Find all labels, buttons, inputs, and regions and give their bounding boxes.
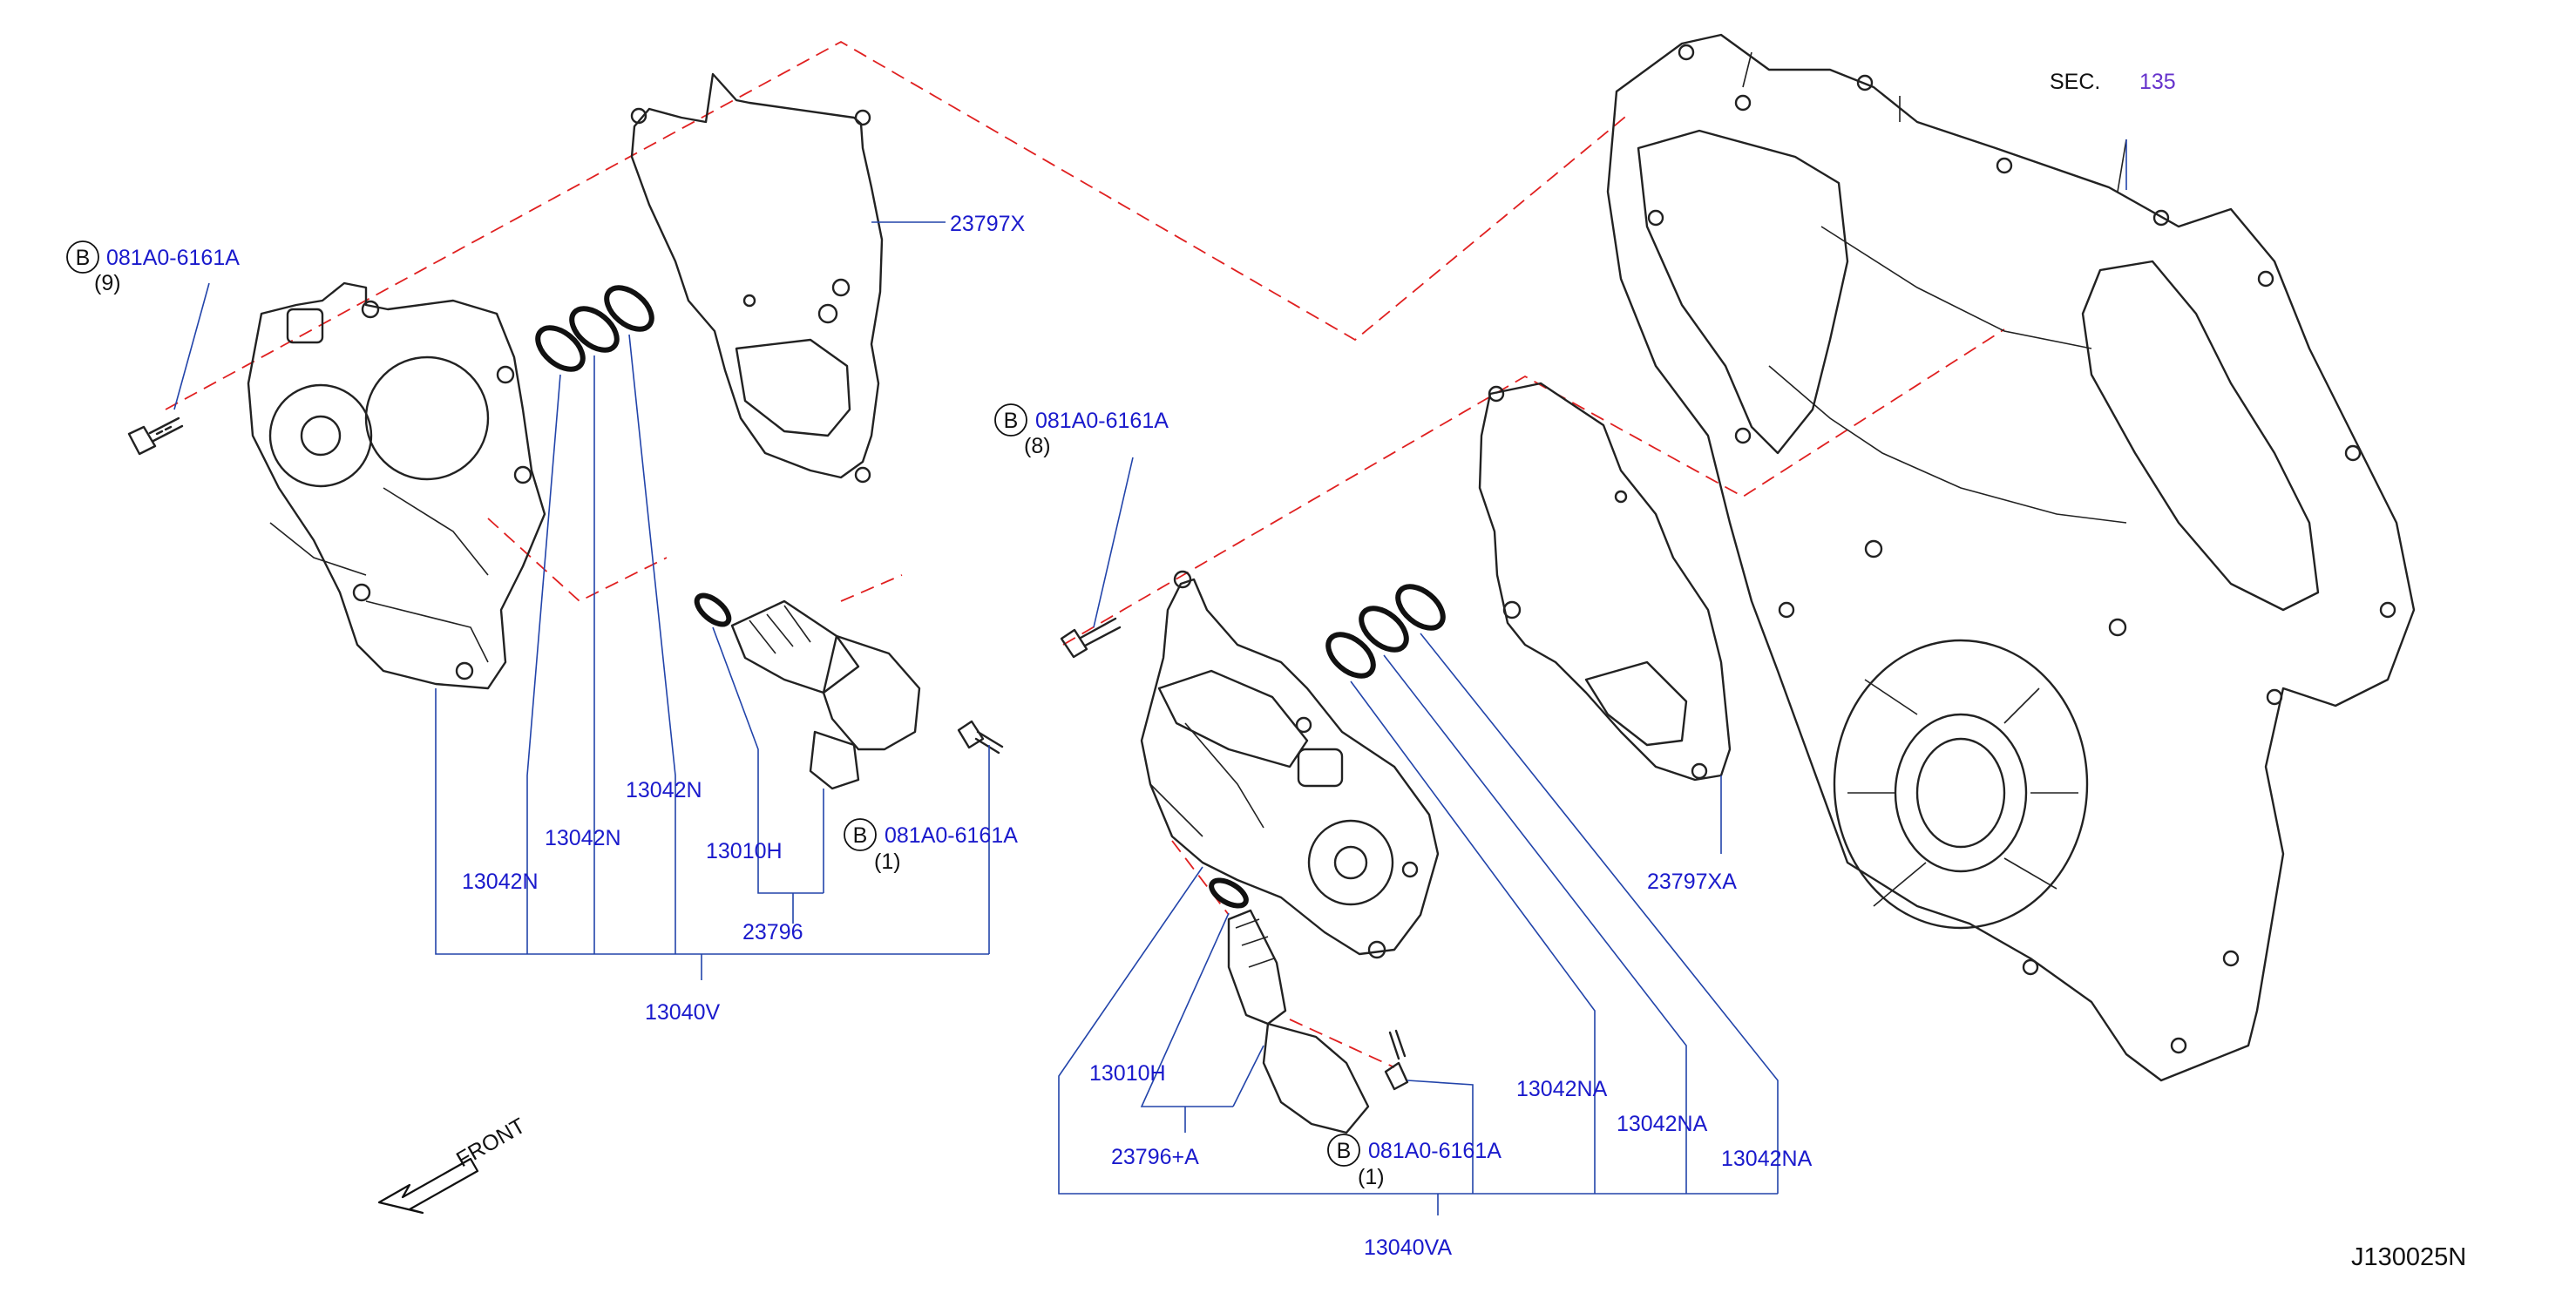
right-cover-housing [1140, 570, 1440, 959]
front-label: FRONT [452, 1114, 530, 1172]
left-bolt-top-callout: B 081A0-6161A (9) [66, 240, 240, 295]
right-bolt-top-part: 081A0-6161A [1035, 409, 1169, 433]
left-solenoid-oring-label: 13010H [706, 839, 783, 863]
bolt-symbol: B [76, 246, 91, 270]
right-solenoid-label: 23796+A [1111, 1145, 1199, 1169]
left-bolt-solenoid-qty: (1) [874, 850, 901, 874]
left-bolt-top [127, 416, 184, 456]
right-assembly-label: 13040VA [1364, 1235, 1452, 1260]
left-cover-housing [247, 281, 546, 690]
left-bolt-solenoid [957, 720, 1004, 755]
left-oring-3-label: 13042N [626, 778, 702, 802]
left-solenoid-label: 23796 [742, 920, 803, 944]
front-engine-cover [1606, 33, 2416, 1082]
right-bolt-top-qty: (8) [1024, 434, 1051, 458]
left-assembly-label: 13040V [645, 1000, 721, 1025]
right-bolt-top-callout: B 081A0-6161A (8) [994, 403, 1169, 458]
right-bolt-solenoid [1384, 1029, 1409, 1091]
diagram-id: J130025N [2351, 1243, 2466, 1271]
right-oring-2-label: 13042NA [1617, 1112, 1708, 1136]
left-oring-1-label: 13042N [462, 870, 539, 894]
left-bolt-top-qty: (9) [94, 271, 121, 295]
left-gasket [630, 72, 884, 484]
right-bolt-solenoid-part: 081A0-6161A [1368, 1139, 1502, 1163]
right-gasket [1478, 382, 1732, 782]
right-oring-3-label: 13042NA [1721, 1147, 1813, 1171]
front-arrow-icon [377, 1157, 479, 1215]
right-solenoid-oring-label: 13010H [1089, 1061, 1166, 1086]
section-reference: SEC. 135 [2050, 70, 2176, 94]
front-indicator: FRONT [377, 1114, 530, 1215]
phantom-lines [165, 40, 2005, 1068]
left-bolt-solenoid-callout: B 081A0-6161A (1) [844, 818, 1018, 874]
right-bolt-solenoid-callout: B 081A0-6161A (1) [1327, 1134, 1502, 1189]
left-gasket-label: 23797X [950, 212, 1026, 236]
svg-text:B: B [1337, 1139, 1352, 1163]
left-oring-2-label: 13042N [545, 826, 621, 850]
leader-lines [173, 139, 2127, 1215]
right-gasket-label: 23797XA [1647, 870, 1737, 894]
right-bolt-solenoid-qty: (1) [1358, 1165, 1385, 1189]
right-oring-1-label: 13042NA [1516, 1077, 1608, 1101]
right-orings [1325, 584, 1446, 679]
right-solenoid [1209, 877, 1370, 1134]
section-number: 135 [2139, 70, 2176, 94]
section-prefix: SEC. [2050, 70, 2100, 94]
left-solenoid [694, 592, 921, 790]
right-bolt-top [1060, 617, 1122, 659]
svg-text:B: B [853, 823, 868, 848]
left-orings [535, 285, 654, 372]
svg-text:B: B [1004, 409, 1019, 433]
cover-bolt-holes [1647, 44, 2396, 1054]
left-bolt-solenoid-part: 081A0-6161A [885, 823, 1018, 848]
left-bolt-top-part: 081A0-6161A [106, 246, 240, 270]
